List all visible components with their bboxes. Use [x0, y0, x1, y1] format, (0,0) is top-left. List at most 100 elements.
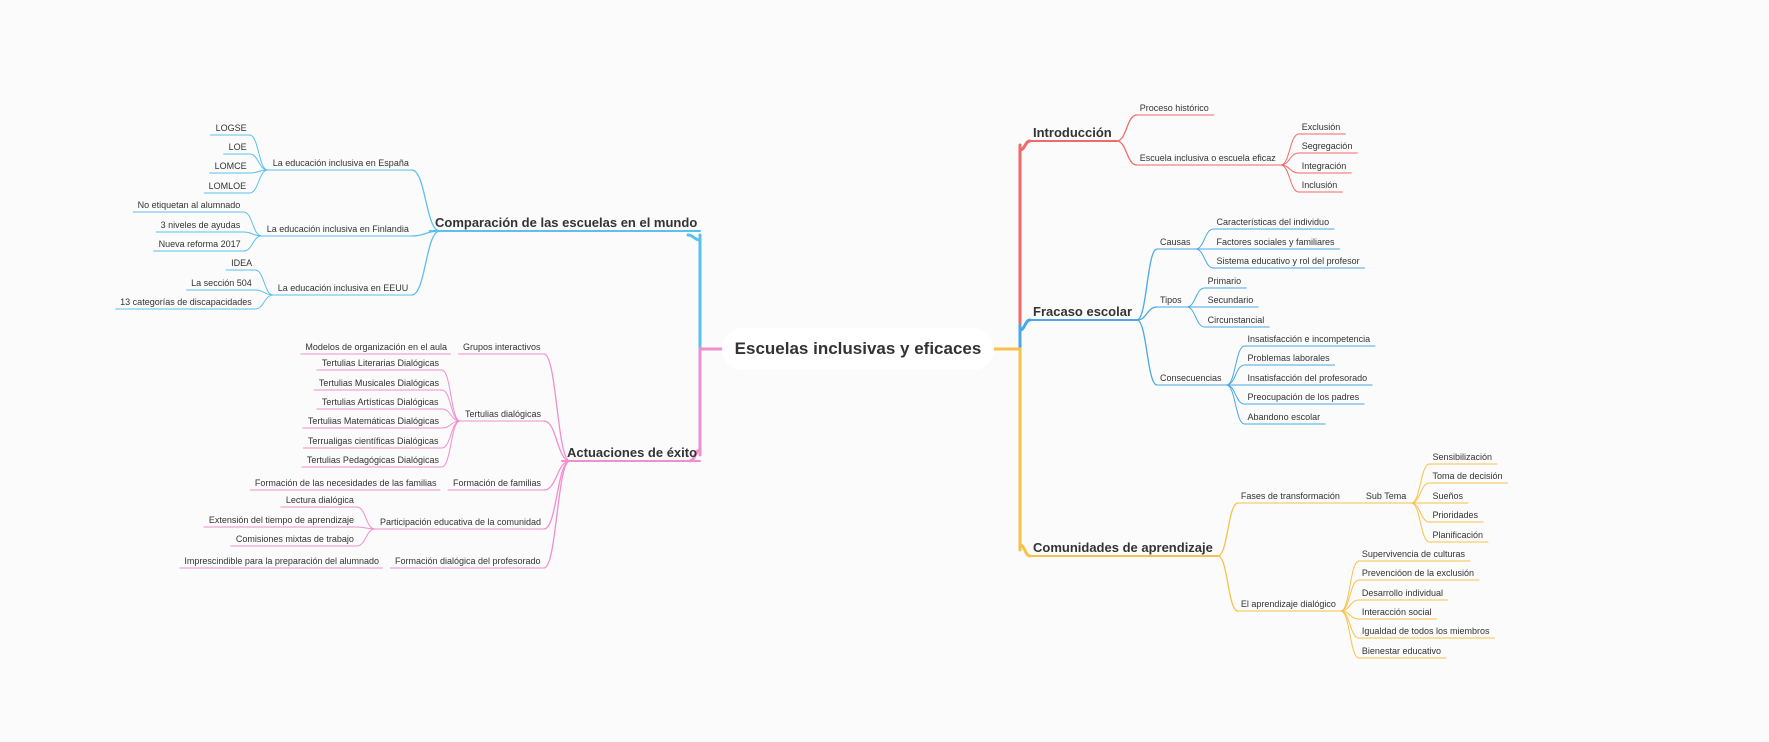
- leaf-tertulias[interactable]: Tertulias Pedagógicas Dialógicas: [306, 455, 439, 465]
- leaf-familias[interactable]: Formación de las necesidades de las fami…: [254, 478, 437, 488]
- subtopic-profesorado[interactable]: Formación dialógica del profesorado: [394, 556, 541, 566]
- branch-curve: [1226, 364, 1246, 386]
- main-branch: [698, 233, 724, 351]
- leaf-dialogico[interactable]: Desarrollo individual: [1361, 588, 1443, 598]
- leaf-dialogico[interactable]: Supervivencia de culturas: [1361, 549, 1465, 559]
- leaf-consecuencias[interactable]: Insatisfacción del profesorado: [1247, 373, 1368, 383]
- leaf-finlandia[interactable]: No etiquetan al alumnado: [137, 200, 241, 210]
- branch-curve: [249, 169, 269, 194]
- branch-curve: [441, 408, 461, 422]
- branch-curve: [1116, 114, 1138, 142]
- branch-curve: [1340, 599, 1360, 612]
- leaf-eeuu[interactable]: 13 categorías de discapacidades: [120, 297, 252, 307]
- branch-curve: [1195, 228, 1215, 250]
- leaf-fases[interactable]: Planificación: [1432, 530, 1483, 540]
- leaf-eeuu[interactable]: IDEA: [231, 258, 253, 268]
- leaf-fases[interactable]: Sensibilización: [1432, 452, 1492, 462]
- leaf-escuela[interactable]: Segregación: [1301, 141, 1353, 151]
- main-branch: [992, 143, 1022, 351]
- branch-curve: [249, 153, 269, 171]
- branch-curve: [1340, 560, 1360, 612]
- subtopic-escuela[interactable]: Escuela inclusiva o escuela eficaz: [1139, 153, 1276, 163]
- leaf-tipos[interactable]: Circunstancial: [1207, 315, 1265, 325]
- branch-curve: [243, 235, 263, 252]
- leaf-tipos[interactable]: Secundario: [1207, 295, 1254, 305]
- leaf-fases[interactable]: Prioridades: [1432, 510, 1478, 520]
- subtopic-eeuu[interactable]: La educación inclusiva en EEUU: [277, 283, 409, 293]
- subtopic-grupos[interactable]: Grupos interactivos: [462, 342, 541, 352]
- leaf-profesorado[interactable]: Imprescindible para la preparación del a…: [184, 556, 379, 566]
- leaf-tertulias[interactable]: Tertulias Artísticas Dialógicas: [321, 397, 439, 407]
- leaf-eeuu[interactable]: La sección 504: [191, 278, 252, 288]
- branch-curve: [411, 230, 441, 237]
- leaf-dialogico[interactable]: Bienestar educativo: [1361, 646, 1441, 656]
- subtopic-causas[interactable]: Causas: [1160, 237, 1191, 247]
- topic-fracaso[interactable]: Fracaso escolar: [1033, 304, 1133, 319]
- branch-curve: [1116, 140, 1138, 166]
- branch-curve: [543, 353, 571, 462]
- leaf-participacion[interactable]: Lectura dialógica: [285, 495, 354, 505]
- leaf-consecuencias[interactable]: Preocupación de los padres: [1247, 392, 1360, 402]
- branch-curve: [1340, 579, 1360, 612]
- leaf-participacion[interactable]: Extensión del tiempo de aprendizaje: [208, 515, 354, 525]
- subtopic-familias[interactable]: Formación de familias: [452, 478, 541, 488]
- subtopic-finlandia[interactable]: La educación inclusiva en Finlandia: [266, 224, 409, 234]
- subtopic-proceso[interactable]: Proceso histórico: [1139, 103, 1209, 113]
- topic-actuaciones[interactable]: Actuaciones de éxito: [567, 445, 698, 460]
- subtopic-tertulias[interactable]: Tertulias dialógicas: [464, 409, 541, 419]
- branch-curve: [356, 506, 376, 530]
- branch-curve: [1280, 164, 1300, 193]
- leaf-espana[interactable]: LOMLOE: [208, 181, 247, 191]
- leaf-escuela[interactable]: Integración: [1301, 161, 1347, 171]
- leaf-dialogico[interactable]: Prevencióon de la exclusión: [1361, 568, 1474, 578]
- leaf-dialogico[interactable]: Igualdad de todos los miembros: [1361, 626, 1490, 636]
- subtopic-sub-tema[interactable]: Sub Tema: [1365, 491, 1407, 501]
- leaf-espana[interactable]: LOE: [228, 142, 247, 152]
- branch-curve: [1186, 287, 1206, 308]
- leaf-grupos[interactable]: Modelos de organización en el aula: [305, 342, 448, 352]
- leaf-tertulias[interactable]: Tertulias Literarias Dialógicas: [321, 358, 439, 368]
- leaf-finlandia[interactable]: 3 niveles de ayudas: [160, 220, 241, 230]
- leaf-causas[interactable]: Sistema educativo y rol del profesor: [1216, 256, 1360, 266]
- leaf-tipos[interactable]: Primario: [1207, 276, 1242, 286]
- leaf-espana[interactable]: LOGSE: [215, 123, 247, 133]
- leaf-causas[interactable]: Características del individuo: [1216, 217, 1330, 227]
- branch-curve: [1226, 384, 1246, 425]
- subtopic-tipos[interactable]: Tipos: [1160, 295, 1182, 305]
- branch-curve: [686, 233, 702, 242]
- leaf-fases[interactable]: Sueños: [1432, 491, 1463, 501]
- topic-comparacion[interactable]: Comparación de las escuelas en el mundo: [435, 215, 698, 230]
- leaf-consecuencias[interactable]: Problemas laborales: [1247, 353, 1330, 363]
- branch-curve: [1280, 152, 1300, 166]
- leaf-escuela[interactable]: Exclusión: [1301, 122, 1341, 132]
- leaf-espana[interactable]: LOMCE: [214, 161, 247, 171]
- subtopic-participacion[interactable]: Participación educativa de la comunidad: [379, 517, 542, 527]
- central-topic[interactable]: Escuelas inclusivas y eficaces: [722, 328, 994, 370]
- leaf-consecuencias[interactable]: Insatisfacción e incompetencia: [1247, 334, 1371, 344]
- branch-curve: [1195, 248, 1215, 269]
- branch-curve: [1136, 319, 1158, 386]
- branch-curve: [1410, 502, 1430, 543]
- leaf-consecuencias[interactable]: Abandono escolar: [1247, 412, 1321, 422]
- branch-curve: [243, 231, 263, 237]
- leaf-fases[interactable]: Toma de decisión: [1432, 471, 1503, 481]
- leaf-participacion[interactable]: Comisiones mixtas de trabajo: [235, 534, 354, 544]
- leaf-tertulias[interactable]: Tertulias Matemáticas Dialógicas: [307, 416, 439, 426]
- branch-curve: [1280, 133, 1300, 166]
- branch-curve: [1018, 318, 1032, 332]
- subtopic-dialogico[interactable]: El aprendizaje dialógico: [1240, 599, 1336, 609]
- branch-curve: [1136, 248, 1158, 321]
- subtopic-consecuencias[interactable]: Consecuencias: [1160, 373, 1222, 383]
- leaf-escuela[interactable]: Inclusión: [1301, 180, 1338, 190]
- subtopic-fases[interactable]: Fases de transformación: [1240, 491, 1340, 501]
- branch-curve: [1136, 306, 1158, 321]
- branch-curve: [1226, 345, 1246, 386]
- topic-introduccion[interactable]: Introducción: [1033, 125, 1112, 140]
- leaf-causas[interactable]: Factores sociales y familiares: [1216, 237, 1335, 247]
- leaf-finlandia[interactable]: Nueva reforma 2017: [158, 239, 241, 249]
- leaf-tertulias[interactable]: Tertulias Musicales Dialógicas: [318, 378, 439, 388]
- topic-comunidades[interactable]: Comunidades de aprendizaje: [1033, 540, 1213, 555]
- leaf-dialogico[interactable]: Interacción social: [1361, 607, 1432, 617]
- leaf-tertulias[interactable]: Terrualigas científicas Dialógicas: [307, 436, 439, 446]
- subtopic-espana[interactable]: La educación inclusiva en España: [272, 158, 409, 168]
